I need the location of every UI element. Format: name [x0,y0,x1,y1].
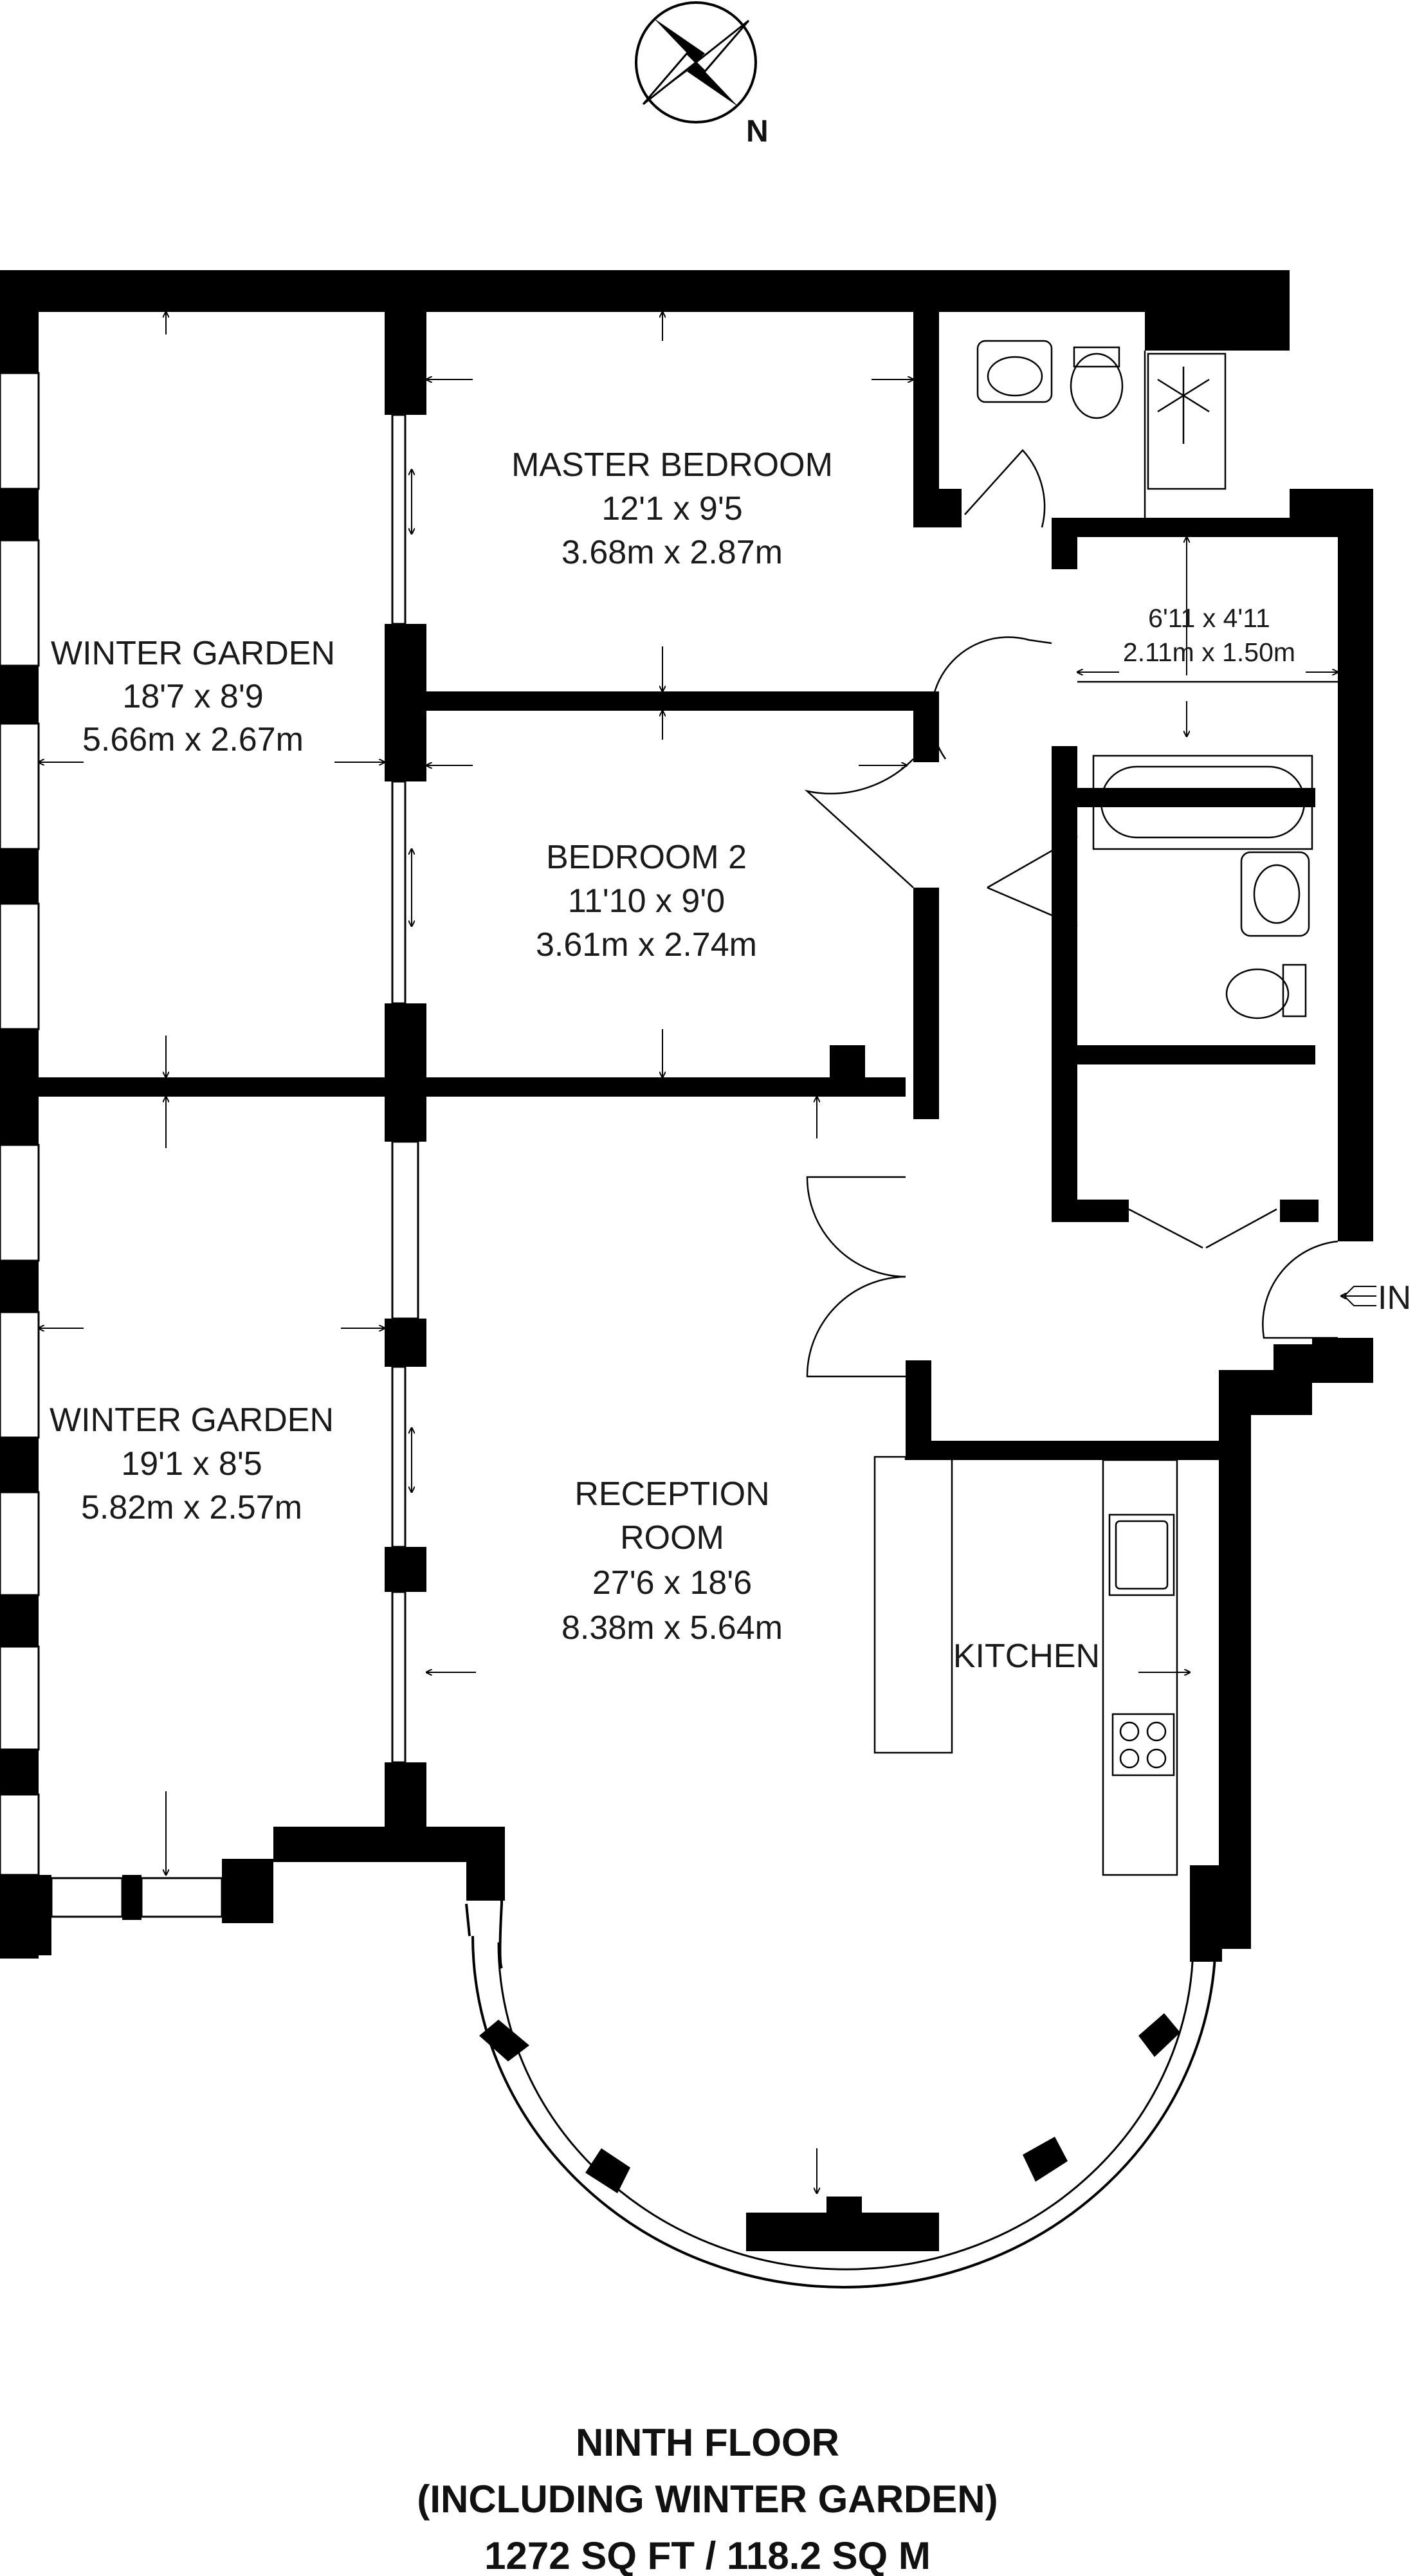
compass-north-label: N [746,114,769,149]
bathroom-fixtures [976,340,1313,1777]
room-small-room: 6'11 x 4'11 2.11m x 1.50m [1123,603,1295,667]
room-imperial-size: 18'7 x 8'9 [122,678,263,715]
caption-note: (INCLUDING WINTER GARDEN) [417,2478,998,2521]
room-name: BEDROOM 2 [546,839,747,876]
room-imperial-size: 19'1 x 8'5 [121,1445,262,1483]
room-name-line1: RECEPTION [574,1475,769,1513]
room-bedroom-2: BEDROOM 2 11'10 x 9'0 3.61m x 2.74m [536,839,757,964]
room-metric-size: 3.68m x 2.87m [561,534,783,571]
compass-rose-icon [635,1,757,123]
room-metric-size: 2.11m x 1.50m [1123,637,1295,667]
room-imperial-size: 6'11 x 4'11 [1148,603,1270,633]
caption-floor: NINTH FLOOR [576,2421,839,2464]
room-name: WINTER GARDEN [50,1402,334,1439]
room-reception: RECEPTION ROOM 27'6 x 18'6 8.38m x 5.64m [561,1475,783,1647]
reception-bay-curve [465,1858,1222,2288]
dimension-arrows [39,312,1376,2193]
room-name: MASTER BEDROOM [511,446,833,484]
room-imperial-size: 27'6 x 18'6 [592,1564,752,1602]
room-imperial-size: 12'1 x 9'5 [601,490,742,527]
floor-caption: NINTH FLOOR (INCLUDING WINTER GARDEN) 12… [417,2421,998,2576]
room-name: KITCHEN [953,1638,1100,1675]
room-name: WINTER GARDEN [51,635,335,672]
room-metric-size: 5.82m x 2.57m [81,1489,302,1526]
room-metric-size: 5.66m x 2.67m [82,721,304,758]
room-winter-garden-upper: WINTER GARDEN 18'7 x 8'9 5.66m x 2.67m [51,635,335,758]
room-kitchen: KITCHEN [953,1638,1100,1675]
winter-garden-windows [0,372,419,1918]
door-swings [804,351,1338,1876]
room-winter-garden-lower: WINTER GARDEN 19'1 x 8'5 5.82m x 2.57m [50,1402,334,1526]
room-master-bedroom: MASTER BEDROOM 12'1 x 9'5 3.68m x 2.87m [511,446,833,571]
room-imperial-size: 11'10 x 9'0 [568,882,725,920]
exterior-walls [0,270,1373,1959]
caption-area: 1272 SQ FT / 118.2 SQ M [484,2534,931,2576]
room-name-line2: ROOM [620,1519,724,1557]
room-metric-size: 8.38m x 5.64m [561,1609,783,1647]
room-metric-size: 3.61m x 2.74m [536,926,757,964]
entrance-label: IN [1378,1279,1411,1317]
